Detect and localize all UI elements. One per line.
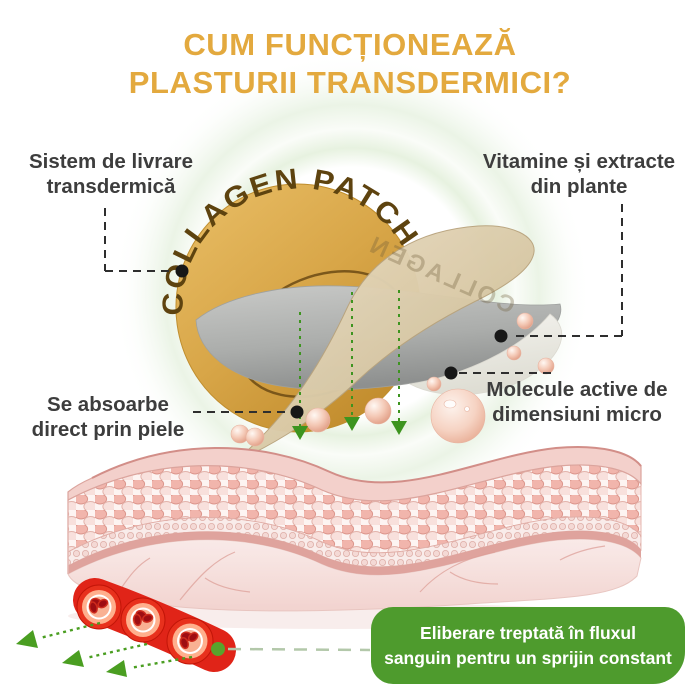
blood-vessel xyxy=(76,584,122,630)
bloodstream-arrows xyxy=(16,621,193,677)
molecule-particles xyxy=(230,312,555,447)
page-title-line2: PLASTURII TRANSDERMICI? xyxy=(128,65,572,100)
callout-dots xyxy=(175,264,508,419)
skin-cross-section xyxy=(67,445,642,629)
label-delivery-system: Sistem de livrare transdermică xyxy=(28,150,194,198)
release-info-badge: Eliberare treptată în fluxul sanguin pen… xyxy=(371,607,685,684)
page-title: CUM FUNCȚIONEAZĂ PLASTURII TRANSDERMICI? xyxy=(0,26,700,102)
blood-vessels xyxy=(73,578,236,672)
callout-lines xyxy=(104,204,623,413)
label-skin-absorption: Se absoarbe direct prin piele xyxy=(31,393,185,441)
page-title-line1: CUM FUNCȚIONEAZĂ xyxy=(183,27,517,62)
bloodstream-connector xyxy=(211,642,371,656)
blood-vessel xyxy=(120,597,166,643)
label-vitamins-extracts: Vitamine și extracte din plante xyxy=(482,150,676,198)
collagen-patch-illustration: COLLAGEN PATCH COLLAGEN xyxy=(157,163,563,463)
basal-ribbon xyxy=(68,530,641,575)
blood-vessel xyxy=(166,617,214,665)
release-arrows xyxy=(292,290,407,440)
backing-liner-flap xyxy=(234,225,535,463)
label-active-molecules: Molecule active de dimensiuni micro xyxy=(486,378,668,426)
skin-surface-rim xyxy=(91,445,642,484)
connector-dot xyxy=(211,642,225,656)
dermis-layer xyxy=(67,538,642,612)
